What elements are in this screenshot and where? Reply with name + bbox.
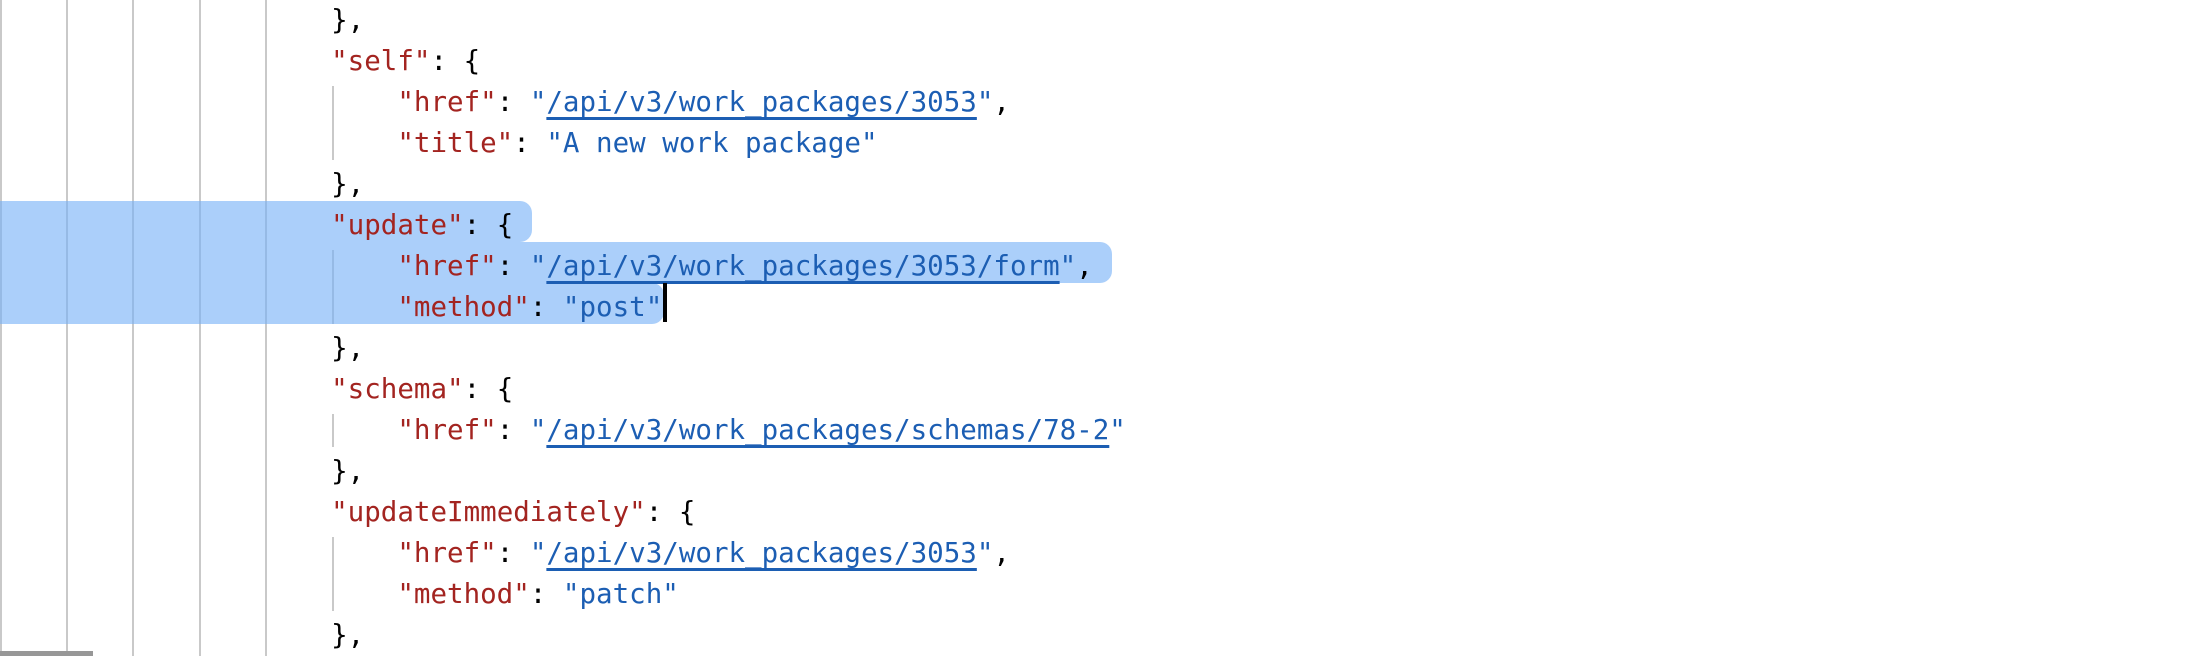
json-line-text: }, xyxy=(0,168,364,200)
json-punctuation: : { xyxy=(463,209,514,241)
json-string: " xyxy=(529,86,547,118)
selection-highlight xyxy=(0,242,1112,283)
json-line-text: "title": "A new work package" xyxy=(0,127,878,159)
indent-guide xyxy=(132,0,135,656)
json-punctuation: , xyxy=(993,537,1010,569)
json-line-text: "self": { xyxy=(0,45,480,77)
json-row: "self": { xyxy=(0,41,2204,82)
json-line-text: }, xyxy=(0,4,364,36)
json-key: "updateImmediately" xyxy=(331,496,646,528)
json-row: }, xyxy=(0,615,2204,656)
text-caret xyxy=(663,283,668,322)
json-line-text: "method": "post" xyxy=(0,291,662,323)
indent-guide xyxy=(66,0,69,656)
json-row: }, xyxy=(0,451,2204,492)
json-key: "href" xyxy=(397,414,497,446)
horizontal-scrollbar-thumb[interactable] xyxy=(0,651,93,656)
json-string: " xyxy=(1059,250,1077,282)
json-string: "post" xyxy=(562,291,663,323)
json-punctuation: , xyxy=(1076,250,1093,282)
json-punctuation: : xyxy=(496,250,530,282)
json-punctuation: }, xyxy=(331,619,365,651)
json-row: "href": "/api/v3/work_packages/3053/form… xyxy=(0,242,2204,287)
json-line-text: "href": "/api/v3/work_packages/3053/form… xyxy=(0,250,1093,282)
json-row: "update": { xyxy=(0,201,2204,246)
json-key: "schema" xyxy=(331,373,464,405)
json-line-text: "method": "patch" xyxy=(0,578,679,610)
json-punctuation: , xyxy=(993,86,1010,118)
json-row: "method": "post" xyxy=(0,283,2204,328)
json-line-text: }, xyxy=(0,332,364,364)
json-punctuation: : xyxy=(496,86,530,118)
json-key: "title" xyxy=(397,127,514,159)
json-string: " xyxy=(976,86,994,118)
json-row: "updateImmediately": { xyxy=(0,492,2204,533)
json-line-text: "href": "/api/v3/work_packages/3053", xyxy=(0,537,1010,569)
indent-guide xyxy=(198,0,201,656)
api-link[interactable]: /api/v3/work_packages/schemas/78-2 xyxy=(546,414,1110,446)
json-punctuation: : { xyxy=(645,496,696,528)
json-row: "href": "/api/v3/work_packages/3053", xyxy=(0,533,2204,574)
json-line-text: "href": "/api/v3/work_packages/schemas/7… xyxy=(0,414,1126,446)
json-row: "schema": { xyxy=(0,369,2204,410)
json-punctuation: : { xyxy=(430,45,481,77)
json-string: " xyxy=(529,537,547,569)
api-link[interactable]: /api/v3/work_packages/3053 xyxy=(546,537,977,569)
json-line-text: "update": { xyxy=(0,209,513,241)
json-string: " xyxy=(1109,414,1126,446)
json-punctuation: : xyxy=(529,578,563,610)
json-punctuation: : xyxy=(513,127,547,159)
json-key: "method" xyxy=(397,578,530,610)
json-punctuation: }, xyxy=(331,168,365,200)
json-row: "method": "patch" xyxy=(0,574,2204,615)
json-punctuation: }, xyxy=(331,4,365,36)
json-string: " xyxy=(529,414,547,446)
json-key: "method" xyxy=(397,291,530,323)
json-string: " xyxy=(529,250,547,282)
json-punctuation: : xyxy=(496,414,530,446)
json-line-text: }, xyxy=(0,455,364,487)
json-key: "href" xyxy=(397,86,497,118)
json-punctuation: : xyxy=(496,537,530,569)
json-row: "href": "/api/v3/work_packages/schemas/7… xyxy=(0,410,2204,451)
json-row: }, xyxy=(0,164,2204,205)
json-row: }, xyxy=(0,328,2204,369)
json-string: "patch" xyxy=(562,578,679,610)
api-link[interactable]: /api/v3/work_packages/3053/form xyxy=(546,250,1060,282)
json-punctuation: : xyxy=(529,291,563,323)
indent-guide xyxy=(0,0,2,656)
json-row: "href": "/api/v3/work_packages/3053", xyxy=(0,82,2204,123)
api-link[interactable]: /api/v3/work_packages/3053 xyxy=(546,86,977,118)
json-string: "A new work package" xyxy=(546,127,878,159)
indent-guide xyxy=(332,86,335,160)
json-line-text: "updateImmediately": { xyxy=(0,496,695,528)
json-key: "href" xyxy=(397,250,497,282)
json-line-text: "href": "/api/v3/work_packages/3053", xyxy=(0,86,1010,118)
json-punctuation: }, xyxy=(331,455,365,487)
json-line-text: }, xyxy=(0,619,364,651)
json-row: "title": "A new work package" xyxy=(0,123,2204,164)
json-key: "update" xyxy=(331,209,464,241)
indent-guide xyxy=(264,0,267,656)
json-key: "self" xyxy=(331,45,431,77)
json-key: "href" xyxy=(397,537,497,569)
json-row: }, xyxy=(0,0,2204,41)
json-string: " xyxy=(976,537,994,569)
selection-highlight xyxy=(0,283,665,324)
indent-guide xyxy=(332,414,335,447)
indent-guide xyxy=(332,537,335,611)
selection-highlight xyxy=(0,201,533,242)
json-punctuation: }, xyxy=(331,332,365,364)
json-line-text: "schema": { xyxy=(0,373,513,405)
json-punctuation: : { xyxy=(463,373,514,405)
